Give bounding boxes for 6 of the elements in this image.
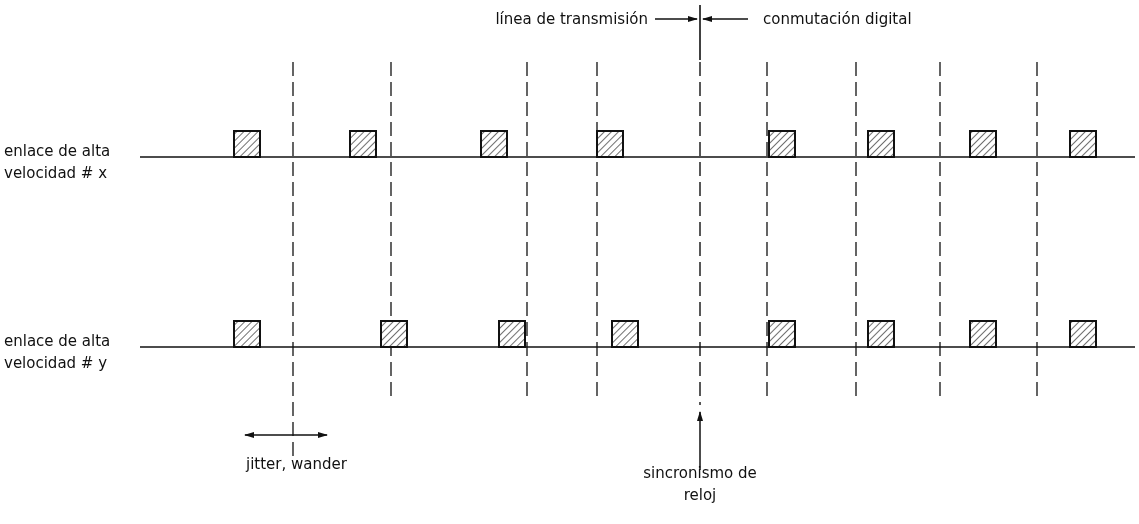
label: sincronismo de reloj: [642, 463, 758, 506]
label: enlace de alta velocidad # x: [4, 141, 112, 184]
label: conmutación digital: [763, 9, 912, 30]
label: enlace de alta velocidad # y: [4, 331, 112, 374]
label: jitter, wander: [246, 454, 347, 475]
label: línea de transmisión: [495, 9, 648, 30]
